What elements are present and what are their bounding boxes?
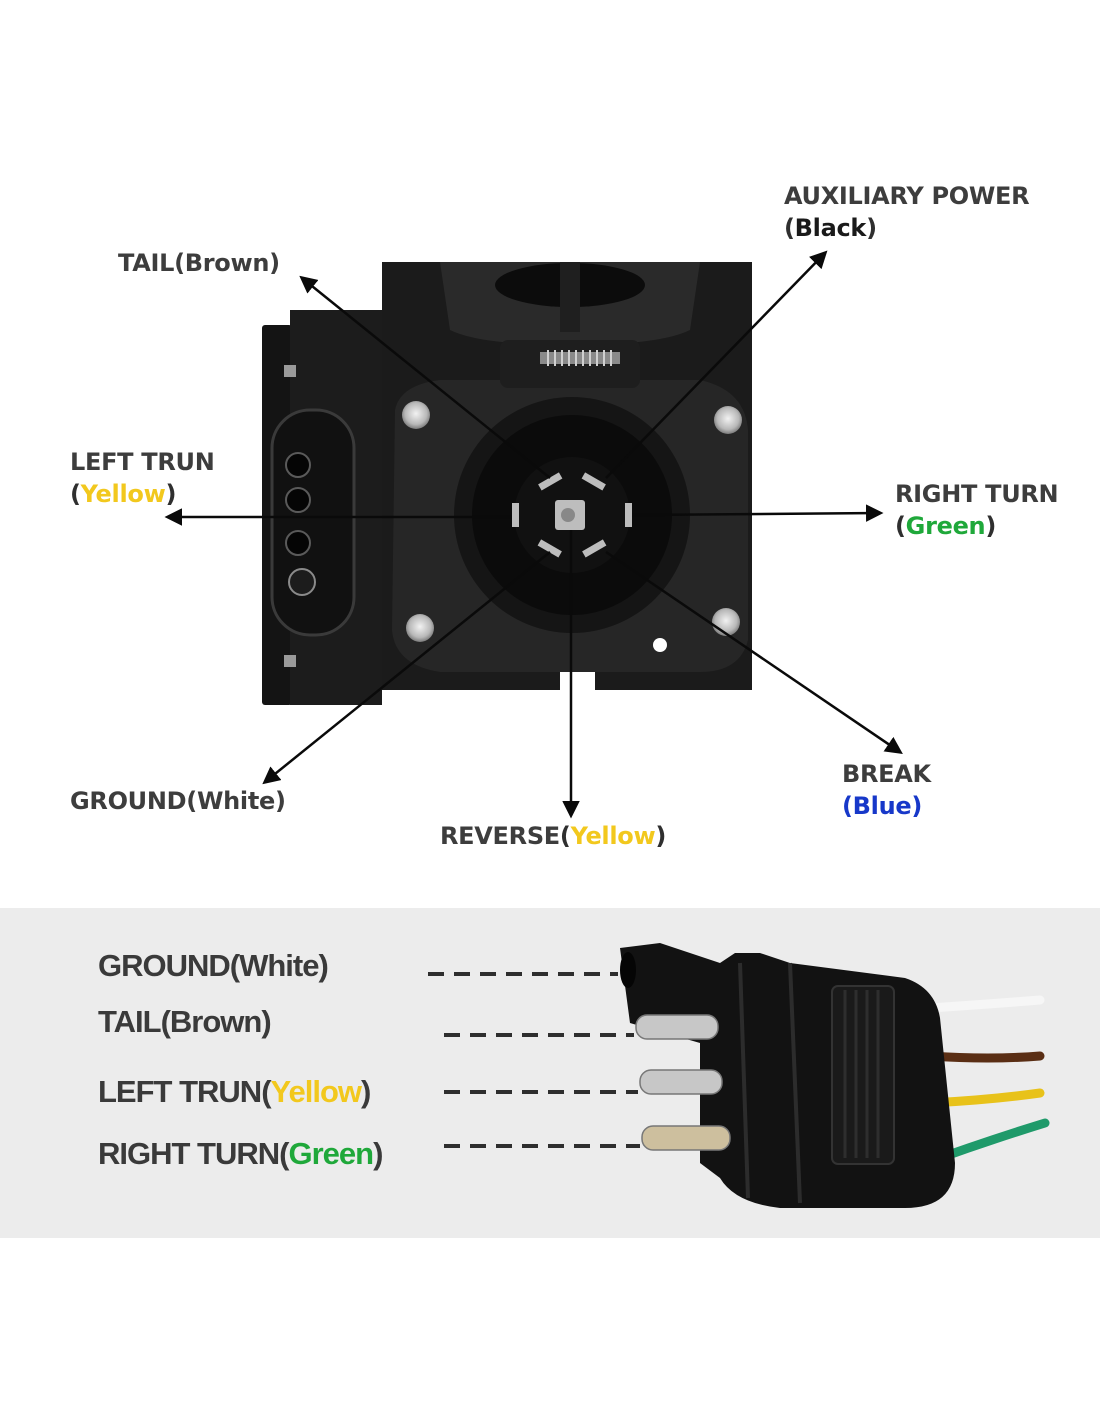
label-brake: BREAK (Blue) — [842, 760, 931, 820]
wire-color-green: Green — [288, 1136, 374, 1171]
plug-label-tail: TAIL(Brown) — [98, 1004, 272, 1039]
label-name: AUXILIARY POWER — [784, 182, 1030, 210]
arrow-right-turn — [631, 504, 884, 522]
wire-color-blue: Blue — [852, 792, 912, 820]
wire-green — [935, 1118, 1050, 1163]
arrow-brake — [605, 550, 903, 754]
wire-color-brown: Brown — [169, 1004, 262, 1039]
label-auxiliary-power: AUXILIARY POWER (Black) — [784, 182, 1030, 242]
arrow-aux-power — [605, 250, 828, 479]
seven-way-socket-diagram — [164, 250, 903, 819]
wire-color-brown: Brown — [184, 249, 270, 277]
arrow-ground — [262, 551, 551, 785]
label-right-turn: RIGHT TURN (Green) — [895, 480, 1059, 540]
plug-label-right-turn: RIGHT TURN(Green) — [98, 1136, 383, 1171]
label-tail: TAIL(Brown) — [118, 249, 280, 277]
wire-color-white: White — [239, 948, 319, 983]
four-flat-plug-diagram — [428, 943, 1050, 1208]
socket-face — [454, 397, 690, 633]
socket-cover-lid — [440, 262, 700, 388]
wire-color-yellow: Yellow — [570, 822, 656, 850]
wire-white — [925, 995, 1045, 1013]
pin-arrows — [164, 250, 903, 819]
wire-color-green: Green — [905, 512, 986, 540]
label-ground: GROUND(White) — [70, 787, 286, 815]
plug-pins — [635, 1014, 731, 1151]
plug-label-left-turn: LEFT TRUN(Yellow) — [98, 1074, 371, 1109]
wire-color-yellow: Yellow — [80, 480, 166, 508]
wire-color-yellow: Yellow — [270, 1074, 362, 1109]
wire-color-black: Black — [794, 214, 867, 242]
plug-label-ground: GROUND(White) — [98, 948, 329, 983]
arrow-tail — [299, 275, 551, 479]
wire-color-white: White — [196, 787, 275, 815]
side-mounting-bracket — [262, 310, 382, 705]
wire-brown — [925, 1051, 1045, 1063]
label-reverse: REVERSE(Yellow) — [440, 822, 667, 850]
label-left-turn: LEFT TRUN (Yellow) — [70, 448, 215, 508]
leader-lines — [428, 972, 640, 1148]
